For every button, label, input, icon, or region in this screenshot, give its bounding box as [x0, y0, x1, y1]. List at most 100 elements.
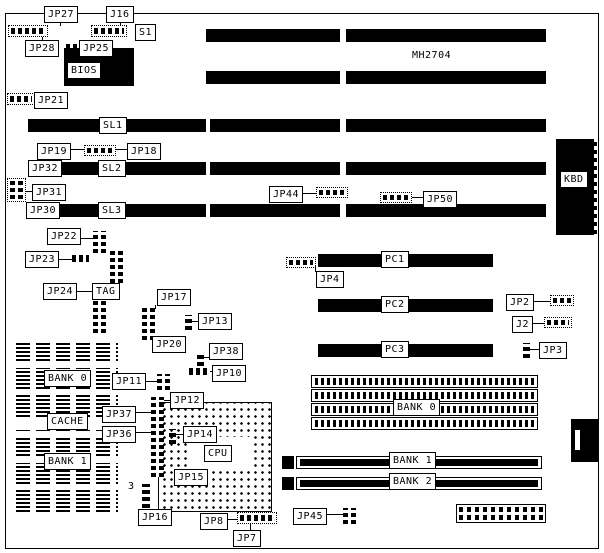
- label-jp28: JP28: [25, 40, 60, 57]
- label-jp36: JP36: [102, 426, 137, 443]
- isa-slot-5a: [210, 204, 340, 217]
- label-pc2: PC2: [381, 296, 409, 313]
- isa-slot-4b: [346, 162, 546, 175]
- j2-pins: [544, 317, 572, 328]
- leader-line: [315, 265, 316, 272]
- leader-line: [533, 323, 544, 324]
- leader-line: [146, 381, 157, 382]
- label-cache: CACHE: [47, 413, 88, 430]
- leader-line: [204, 357, 209, 358]
- label-sl1: SL1: [99, 117, 127, 134]
- label-jp20: JP20: [152, 336, 187, 353]
- jp17-jp20-pins: [142, 308, 155, 340]
- label-sl3: SL3: [98, 202, 126, 219]
- label-jp32: JP32: [28, 160, 63, 177]
- label-jp50: JP50: [423, 191, 458, 208]
- keyboard-connector-dashes: [594, 140, 597, 234]
- leader-line: [412, 197, 423, 198]
- label-jp16: JP16: [138, 509, 173, 526]
- jp50-pins: [380, 192, 412, 203]
- jp12-jp37-jp36-pins: [151, 397, 164, 477]
- leader-line: [228, 519, 237, 520]
- label-jp25: JP25: [79, 40, 114, 57]
- isa-slot-4a: [210, 162, 340, 175]
- jp3-pins: [523, 343, 530, 358]
- label-jp24: JP24: [43, 283, 78, 300]
- leader-line: [59, 259, 72, 260]
- simm-row-4: [311, 417, 538, 430]
- simm-row-1: [311, 375, 538, 388]
- jp11-pins: [157, 374, 170, 390]
- label-pc3: PC3: [381, 341, 409, 358]
- label-s1: S1: [135, 24, 157, 41]
- leader-line: [81, 238, 93, 239]
- leader-line: [327, 514, 343, 515]
- label-jp44: JP44: [269, 186, 304, 203]
- leader-line: [136, 432, 151, 433]
- isa-slot-3a: [210, 119, 340, 132]
- jp31-pins: [7, 178, 26, 202]
- power-connector-notch: [575, 430, 580, 450]
- label-jp22: JP22: [47, 228, 82, 245]
- jp2-pins: [550, 295, 574, 306]
- label-jp15: JP15: [174, 469, 209, 486]
- label-jp12: JP12: [170, 392, 205, 409]
- label-j2: J2: [512, 316, 534, 333]
- leader-line: [120, 23, 121, 26]
- label-jp18: JP18: [127, 143, 162, 160]
- label-bank1-left: BANK 1: [44, 453, 92, 470]
- label-bank2-right: BANK 2: [389, 473, 437, 490]
- board-model-text: MH2704: [412, 50, 452, 61]
- isa-slot-2a: [206, 71, 340, 84]
- jp45-pins: [343, 508, 356, 524]
- label-jp17: JP17: [157, 289, 192, 306]
- jp4-pins: [286, 257, 316, 268]
- label-jp45: JP45: [293, 508, 328, 525]
- label-bank0-left: BANK 0: [44, 370, 92, 387]
- cache-bank1-chips: [16, 428, 118, 512]
- leader-line: [192, 321, 198, 322]
- label-jp4: JP4: [316, 271, 344, 288]
- isa-slot-5b: [346, 204, 546, 217]
- j16-s1-pins: [91, 25, 127, 37]
- label-jp7: JP7: [233, 530, 261, 547]
- isa-slot-3b: [346, 119, 546, 132]
- leader-line: [176, 434, 183, 435]
- label-jp8: JP8: [200, 513, 228, 530]
- label-cpu: CPU: [204, 445, 232, 462]
- label-jp2: JP2: [506, 294, 534, 311]
- bank1-end-connector: [282, 456, 294, 469]
- isa-slot-1a: [206, 29, 340, 42]
- label-jp30: JP30: [26, 202, 61, 219]
- label-jp3: JP3: [539, 342, 567, 359]
- jp44-pins: [316, 187, 348, 198]
- pin-header-block: [456, 504, 546, 523]
- leader-line: [303, 193, 316, 194]
- label-jp37: JP37: [102, 406, 137, 423]
- leader-line: [116, 149, 127, 150]
- label-kbd: KBD: [560, 171, 588, 188]
- label-tag: TAG: [92, 283, 120, 300]
- jp16-pins: [142, 484, 150, 508]
- label-pc1: PC1: [381, 251, 409, 268]
- leader-line: [136, 412, 151, 413]
- jp19-jp18-pins: [84, 145, 116, 156]
- board-outline: [5, 13, 599, 549]
- jp13-pins: [185, 315, 192, 330]
- label-sl2: SL2: [98, 160, 126, 177]
- label-j16: J16: [106, 6, 134, 23]
- label-jp31: JP31: [32, 184, 67, 201]
- isa-slot-1b: [346, 29, 546, 42]
- jp22-pins: [93, 231, 106, 253]
- leader-line: [42, 37, 43, 40]
- leader-line: [250, 524, 251, 530]
- leader-line: [155, 305, 156, 309]
- label-jp13: JP13: [198, 313, 233, 330]
- label-jp27: JP27: [44, 6, 79, 23]
- label-jp23: JP23: [25, 251, 60, 268]
- leader-line: [26, 191, 32, 192]
- bank2-end-connector: [282, 477, 294, 490]
- leader-line: [210, 371, 212, 372]
- label-jp38: JP38: [209, 343, 244, 360]
